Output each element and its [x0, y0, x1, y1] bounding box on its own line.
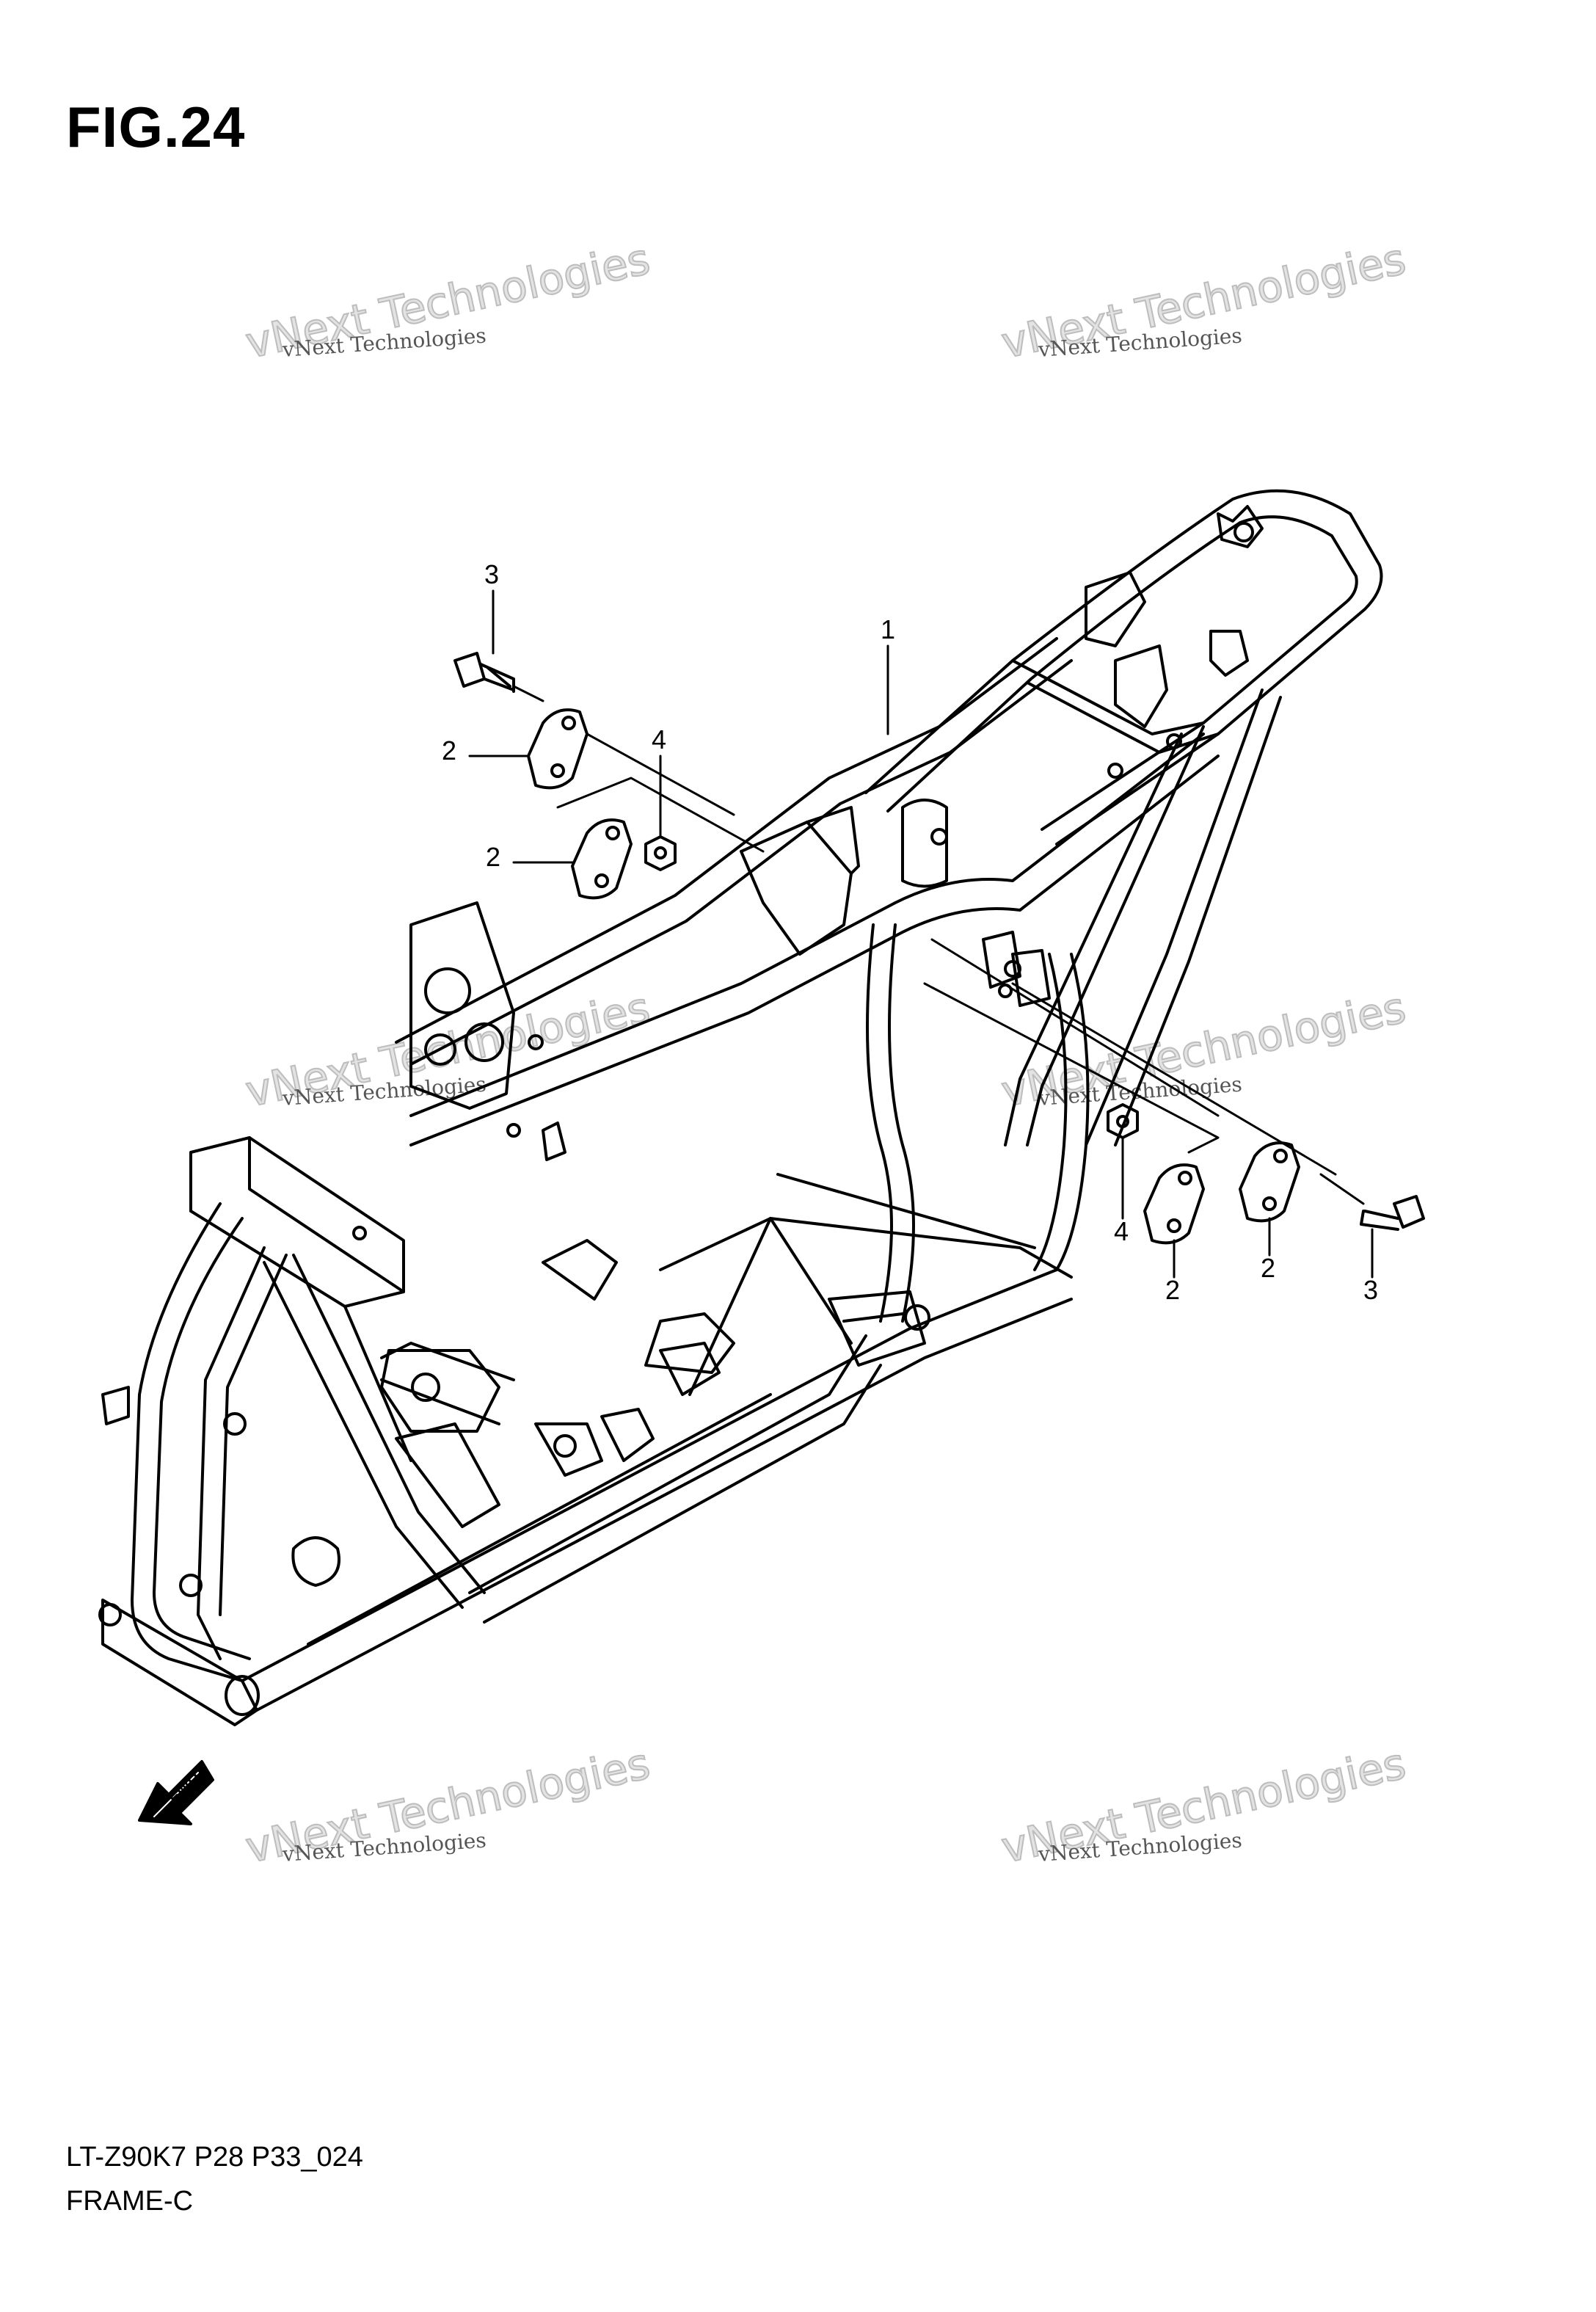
callout-bracket: 2	[1165, 1275, 1180, 1305]
callout-bracket: 2	[1261, 1253, 1275, 1283]
bracket-upper-left-b	[571, 818, 633, 900]
callout-frame: 1	[881, 614, 895, 644]
bracket-right-b	[1239, 1141, 1300, 1223]
main-frame	[98, 489, 1383, 1726]
figure-title: FIG.24	[66, 95, 246, 159]
callout-bolt: 3	[484, 559, 499, 589]
nut-right	[1107, 1103, 1139, 1139]
callout-bracket: 2	[486, 842, 500, 872]
callout-bracket: 2	[442, 735, 456, 766]
model-code: LT-Z90K7 P28 P33_024	[66, 2142, 363, 2173]
callout-nut: 4	[652, 724, 666, 755]
section-name: FRAME-C	[66, 2186, 194, 2217]
callout-bolt: 3	[1363, 1275, 1378, 1305]
forward-arrow-icon	[138, 1760, 214, 1825]
bolt-left	[453, 652, 486, 688]
bracket-right-a	[1143, 1163, 1205, 1245]
bolt-right	[1393, 1195, 1425, 1229]
callout-nut: 4	[1114, 1216, 1129, 1246]
upper-left-exploded-parts	[453, 589, 889, 900]
right-exploded-parts	[923, 938, 1425, 1279]
nut-left	[644, 835, 677, 871]
